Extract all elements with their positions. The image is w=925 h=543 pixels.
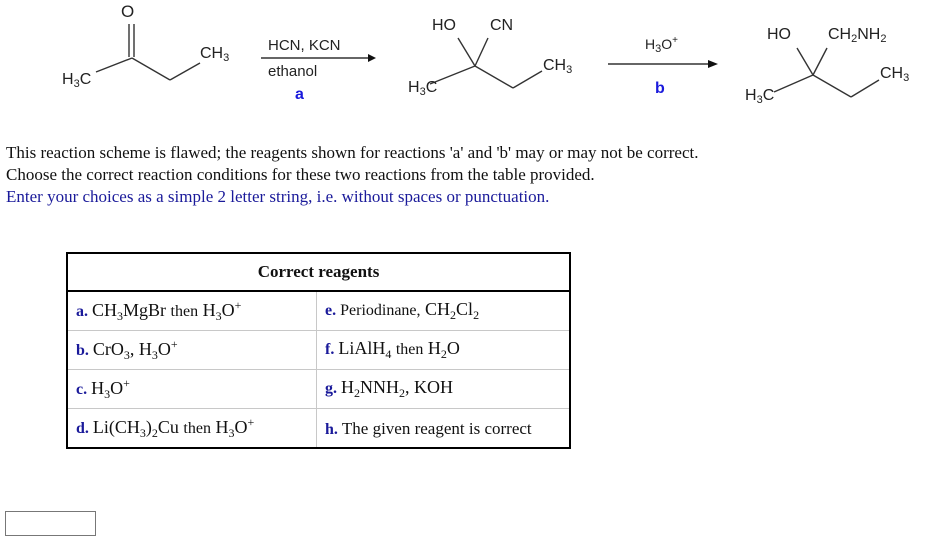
option-letter: f. [325,341,335,358]
option-letter: g. [325,380,337,397]
product-left-methyl-label: H3C [745,87,775,106]
reaction-a-label: a [295,86,304,103]
option-a: a.CH3MgBr then H3O+ [66,290,317,331]
option-g: g.H2NNH2, KOH [316,369,571,409]
answer-input[interactable] [5,511,96,536]
product-aminomethyl-label: CH2NH2 [828,26,887,45]
option-d: d.Li(CH3)2Cu then H3O+ [66,408,317,449]
reactant-oxygen-label: O [121,2,135,21]
reaction-scheme: O H3C CH3 HCN, KCN ethanol a HO CN H3C C… [0,0,925,125]
table-row: b.CrO3, H3O+ f.LiAlH4 then H2O [66,330,571,370]
option-text: CH3MgBr then H3O+ [92,298,242,323]
instruction-line-1: This reaction scheme is flawed; the reag… [6,143,699,162]
correct-reagents-table: Correct reagents a.CH3MgBr then H3O+ e.P… [66,252,571,449]
table-row: d.Li(CH3)2Cu then H3O+ h.The given reage… [66,408,571,449]
reactant-left-methyl-label: H3C [62,71,92,90]
reaction-scheme-bonds [95,24,880,98]
intermediate-right-methyl-label: CH3 [543,57,573,76]
option-text: The given reagent is correct [341,418,532,438]
reaction-a-solvent: ethanol [268,63,318,80]
option-letter: a. [76,303,88,320]
option-letter: b. [76,342,89,359]
option-b: b.CrO3, H3O+ [66,330,317,370]
reactant-right-methyl-label: CH3 [200,45,230,64]
instruction-line-3: Enter your choices as a simple 2 letter … [6,187,550,206]
reaction-b-label: b [655,80,665,97]
option-letter: h. [325,420,338,438]
arrow-head-a [368,54,376,62]
product-right-methyl-label: CH3 [880,65,910,84]
option-letter: d. [76,420,89,437]
option-h: h.The given reagent is correct [316,408,571,449]
intermediate-hydroxyl-label: HO [432,17,456,34]
instruction-line-2: Choose the correct reaction conditions f… [6,165,595,184]
arrow-head-b [708,60,718,68]
option-letter: c. [76,381,88,398]
product-hydroxyl-label: HO [767,26,791,43]
table-header: Correct reagents [67,253,570,292]
intermediate-left-methyl-label: H3C [408,79,438,98]
intermediate-nitrile-label: CN [490,17,514,34]
option-text: Li(CH3)2Cu then H3O+ [92,415,255,440]
table-row: a.CH3MgBr then H3O+ e.Periodinane, CH2Cl… [66,290,571,331]
option-text: H3O+ [91,376,130,401]
option-letter: e. [325,302,337,319]
option-text: CrO3, H3O+ [92,337,178,362]
option-e: e.Periodinane, CH2Cl2 [316,290,571,331]
option-c: c.H3O+ [66,369,317,409]
reaction-a-reagents: HCN, KCN [268,37,341,54]
option-text: H2NNH2, KOH [341,377,453,400]
option-text: LiAlH4 then H2O [338,338,460,361]
table-row: c.H3O+ g.H2NNH2, KOH [66,369,571,409]
option-f: f.LiAlH4 then H2O [316,330,571,370]
option-text: Periodinane, CH2Cl2 [340,299,480,322]
reaction-b-reagents: H3O+ [645,35,678,55]
